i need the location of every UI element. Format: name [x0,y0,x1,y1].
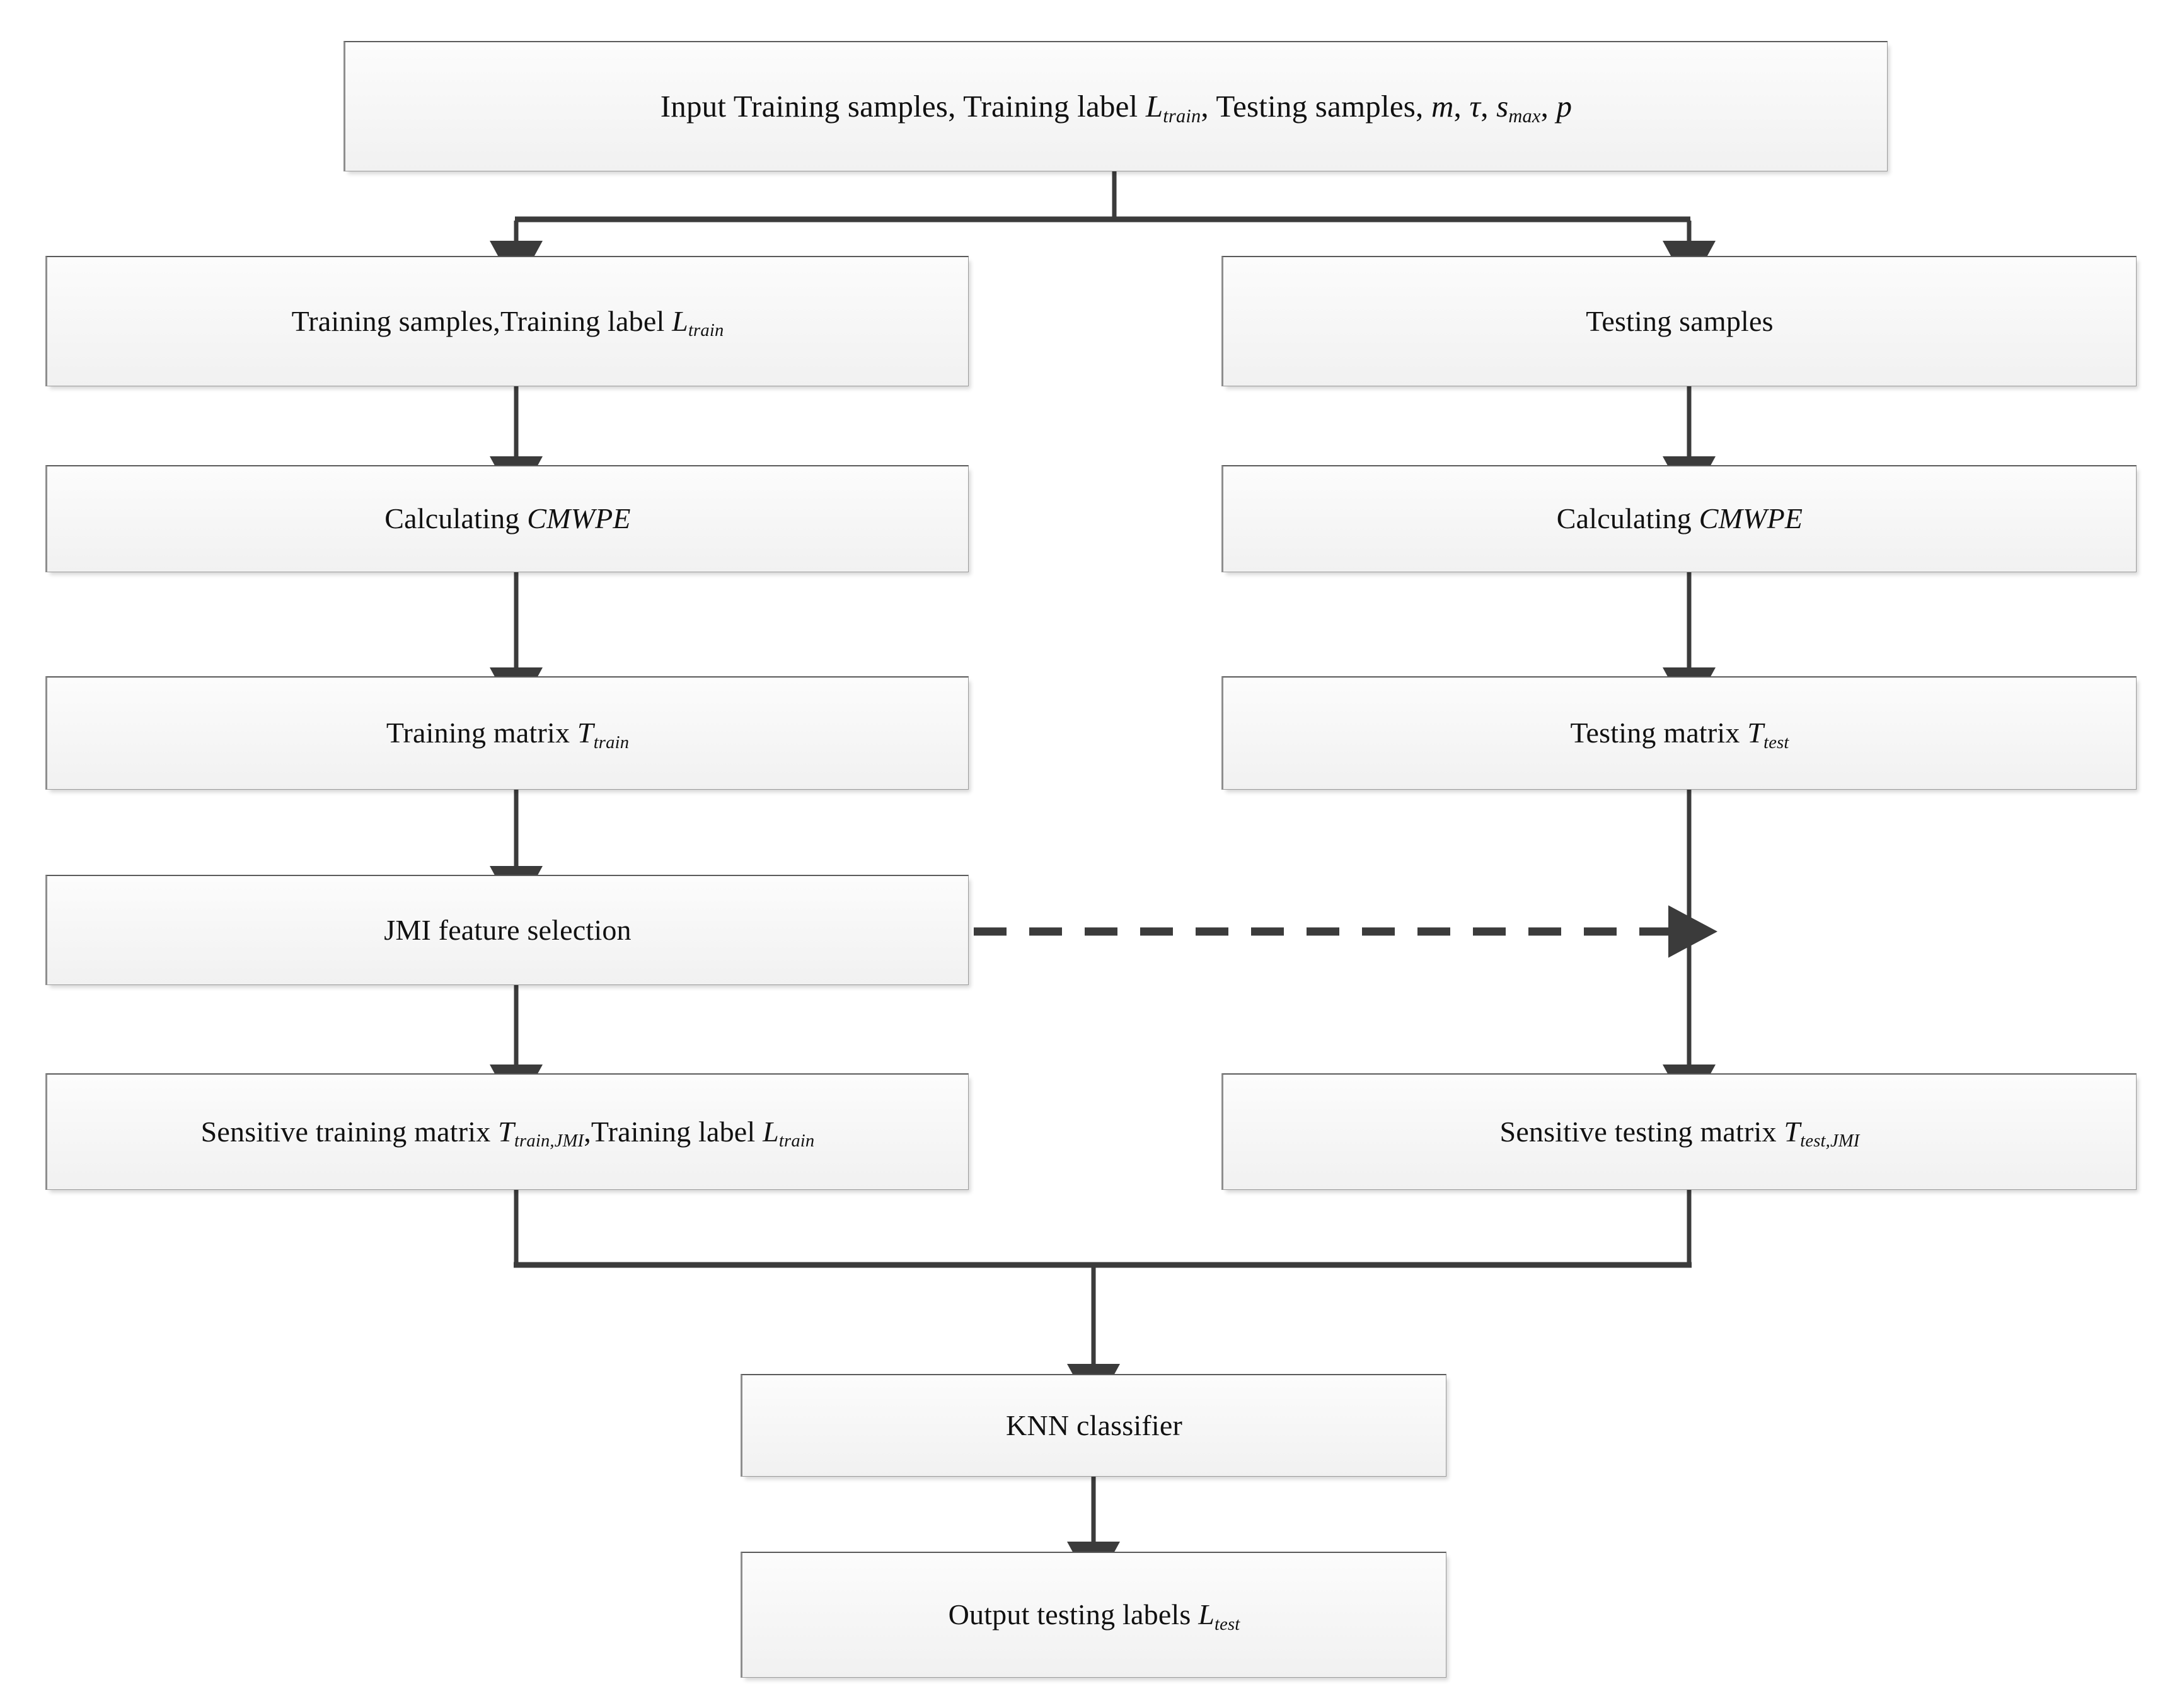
node-training-matrix[interactable]: Training matrix Ttrain [45,676,969,790]
node-sensitive-testing-matrix-label: Sensitive testing matrix Ttest,JMI [1499,1115,1860,1151]
node-knn-classifier-label: KNN classifier [1006,1409,1182,1441]
node-calculating-cmwpe-test[interactable]: Calculating CMWPE [1221,465,2137,572]
node-sensitive-training-matrix-label: Sensitive training matrix Ttrain,JMI,Tra… [200,1115,815,1151]
node-sensitive-training-matrix[interactable]: Sensitive training matrix Ttrain,JMI,Tra… [45,1073,969,1190]
node-testing-samples-label: Testing samples [1586,304,1774,337]
node-jmi-feature-selection[interactable]: JMI feature selection [45,875,969,985]
node-jmi-feature-selection-label: JMI feature selection [384,913,632,946]
node-testing-matrix-label: Testing matrix Ttest [1570,717,1789,753]
node-calculating-cmwpe-test-label: Calculating CMWPE [1556,502,1803,535]
node-output-testing-labels-label: Output testing labels Ltest [948,1598,1240,1634]
node-testing-matrix[interactable]: Testing matrix Ttest [1221,676,2137,790]
node-training-matrix-label: Training matrix Ttrain [386,717,630,753]
node-training-samples[interactable]: Training samples,Training label Ltrain [45,256,969,386]
node-sensitive-testing-matrix[interactable]: Sensitive testing matrix Ttest,JMI [1221,1073,2137,1190]
node-input[interactable]: Input Training samples, Training label L… [343,41,1888,171]
node-input-label: Input Training samples, Training label L… [660,88,1573,127]
node-training-samples-label: Training samples,Training label Ltrain [291,304,724,341]
node-calculating-cmwpe-train[interactable]: Calculating CMWPE [45,465,969,572]
node-output-testing-labels[interactable]: Output testing labels Ltest [741,1552,1446,1678]
node-knn-classifier[interactable]: KNN classifier [741,1374,1446,1477]
node-testing-samples[interactable]: Testing samples [1221,256,2137,386]
node-calculating-cmwpe-train-label: Calculating CMWPE [384,502,631,535]
